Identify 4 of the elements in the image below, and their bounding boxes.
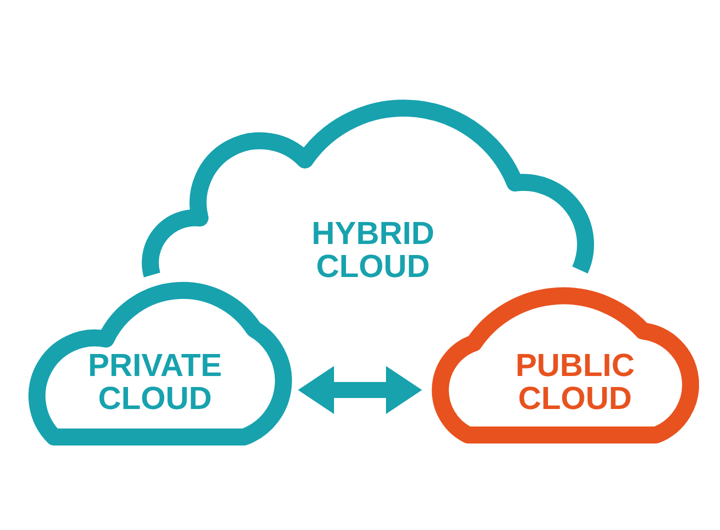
cloud-label: PRIVATE CLOUD	[87, 349, 223, 415]
cloud-label: PUBLIC CLOUD	[514, 349, 636, 415]
cloud-label: HYBRID CLOUD	[310, 217, 436, 283]
double-arrow	[298, 366, 422, 414]
